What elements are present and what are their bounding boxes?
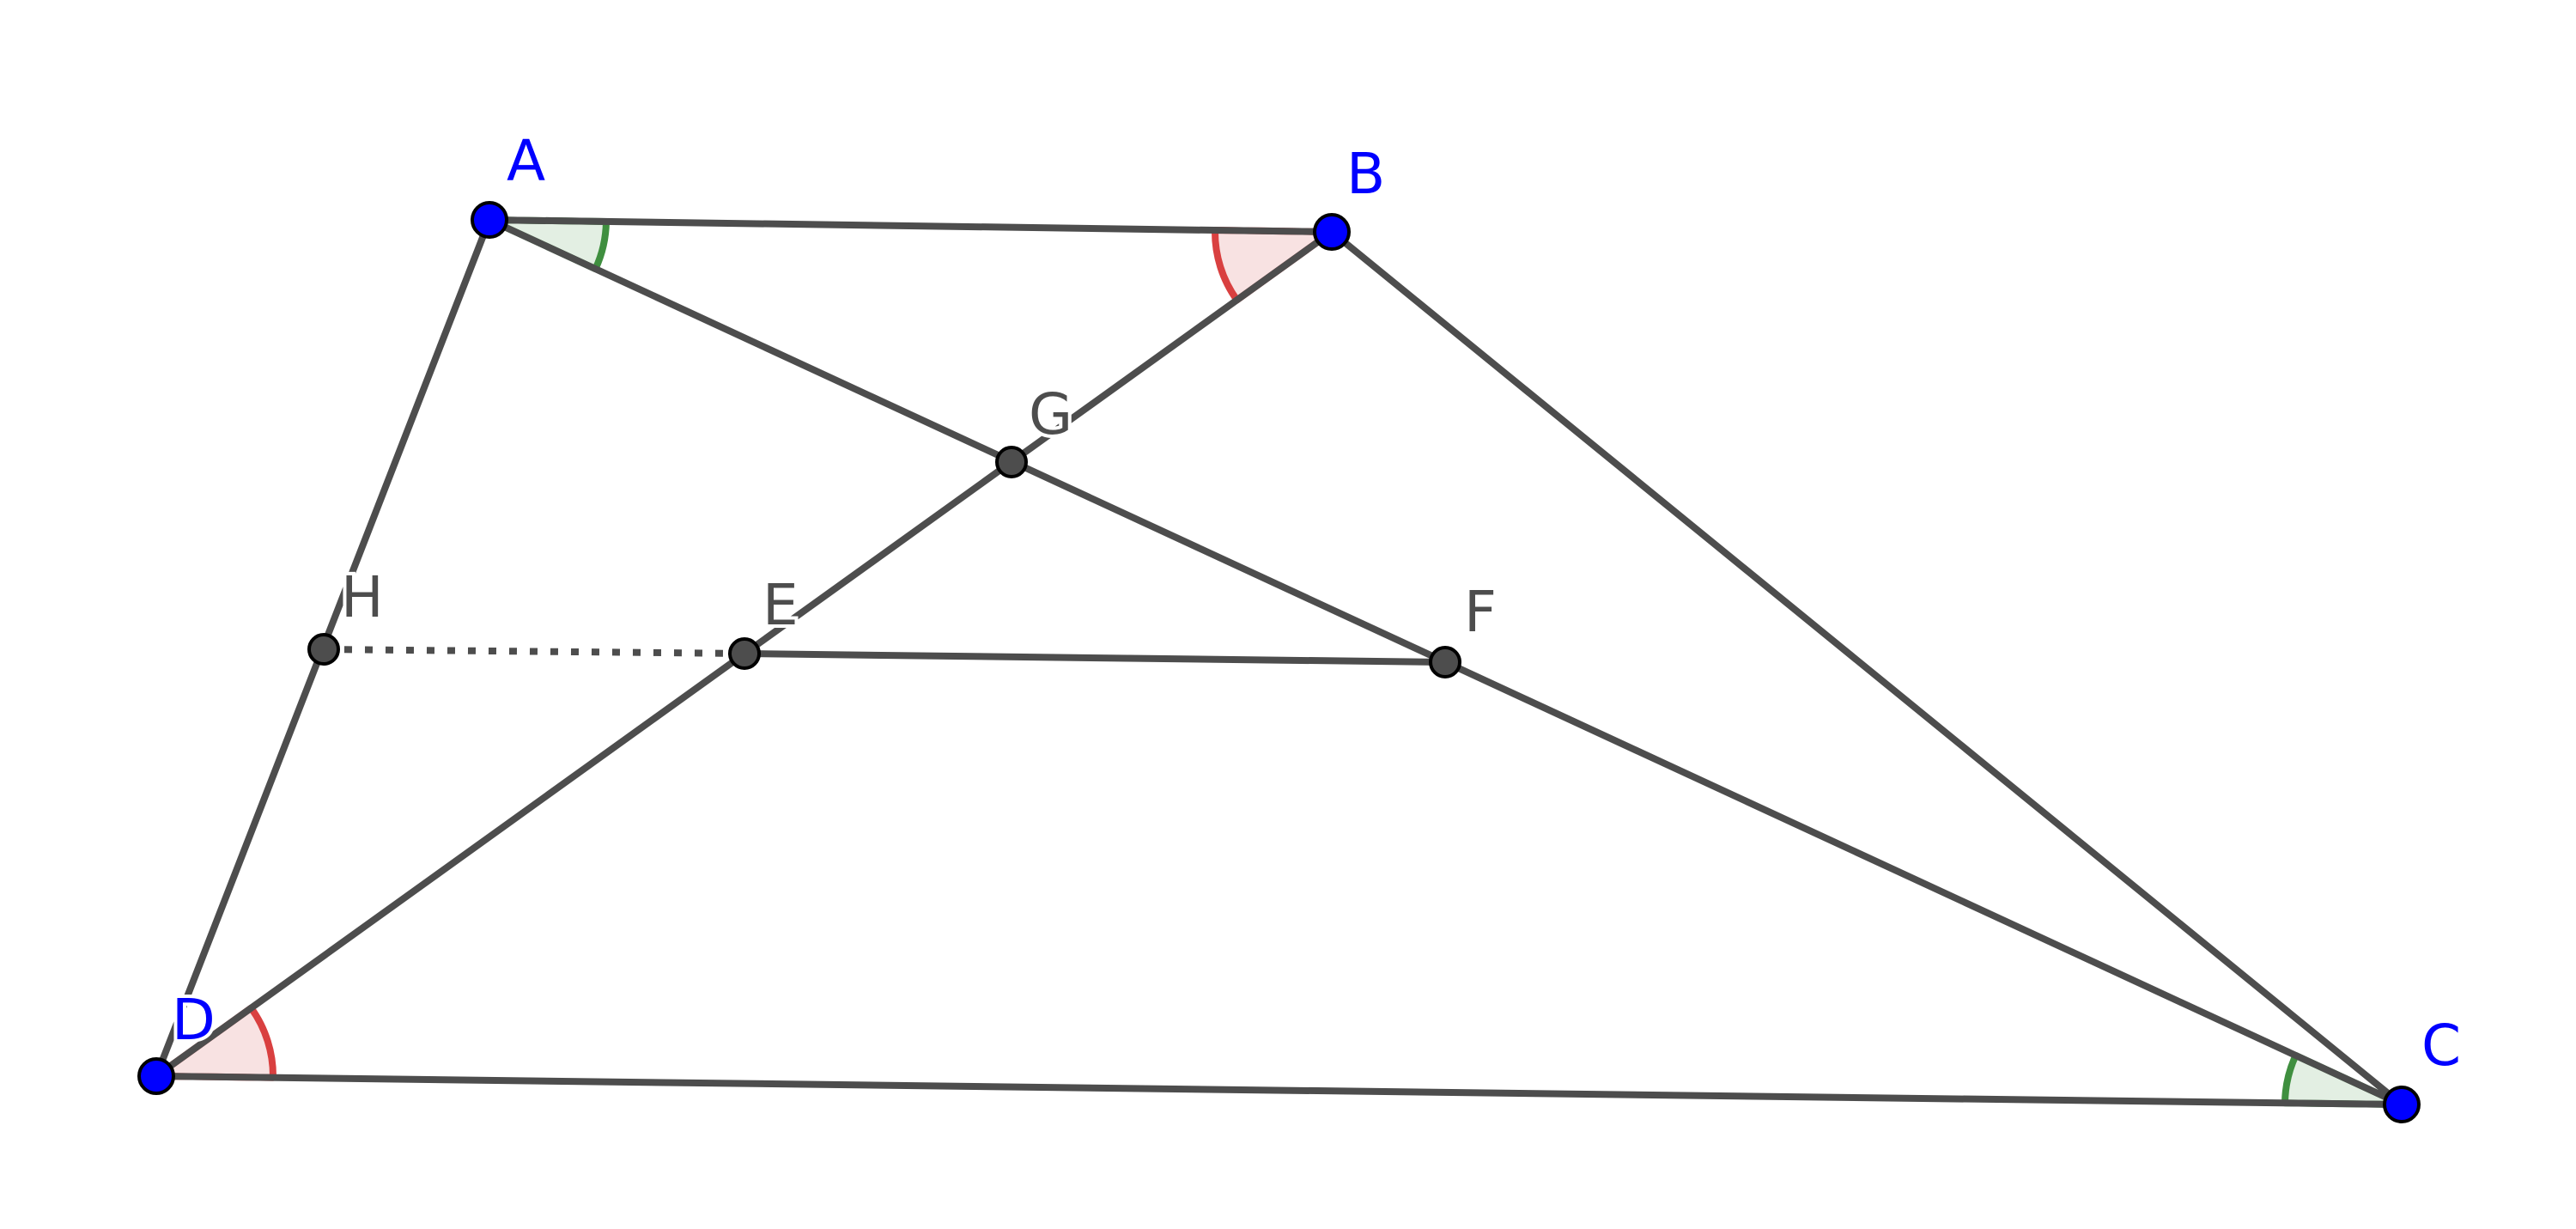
point-G[interactable] <box>995 446 1028 478</box>
point-E[interactable] <box>728 637 761 670</box>
label-F: F <box>1464 579 1497 645</box>
label-A: A <box>507 128 545 194</box>
label-C: C <box>2421 1013 2461 1079</box>
point-H[interactable] <box>307 633 340 666</box>
segments <box>153 216 2405 1108</box>
segment-BC[interactable] <box>1328 228 2405 1108</box>
label-E: E <box>762 572 799 638</box>
point-B[interactable] <box>1313 213 1351 251</box>
point-A[interactable] <box>471 201 508 239</box>
segment-HE[interactable] <box>323 646 745 657</box>
point-C[interactable] <box>2383 1086 2421 1123</box>
point-labels: A B C D E F G H <box>168 125 2464 1082</box>
label-D: D <box>172 987 216 1053</box>
point-F[interactable] <box>1429 646 1461 678</box>
segment-AB[interactable] <box>486 216 1335 235</box>
segment-EF[interactable] <box>741 650 1449 666</box>
label-H: H <box>341 564 384 630</box>
segment-CD[interactable] <box>153 1073 2405 1108</box>
label-B: B <box>1346 141 1385 207</box>
point-D[interactable] <box>137 1057 175 1095</box>
label-G: G <box>1029 381 1072 447</box>
points <box>137 201 2421 1123</box>
